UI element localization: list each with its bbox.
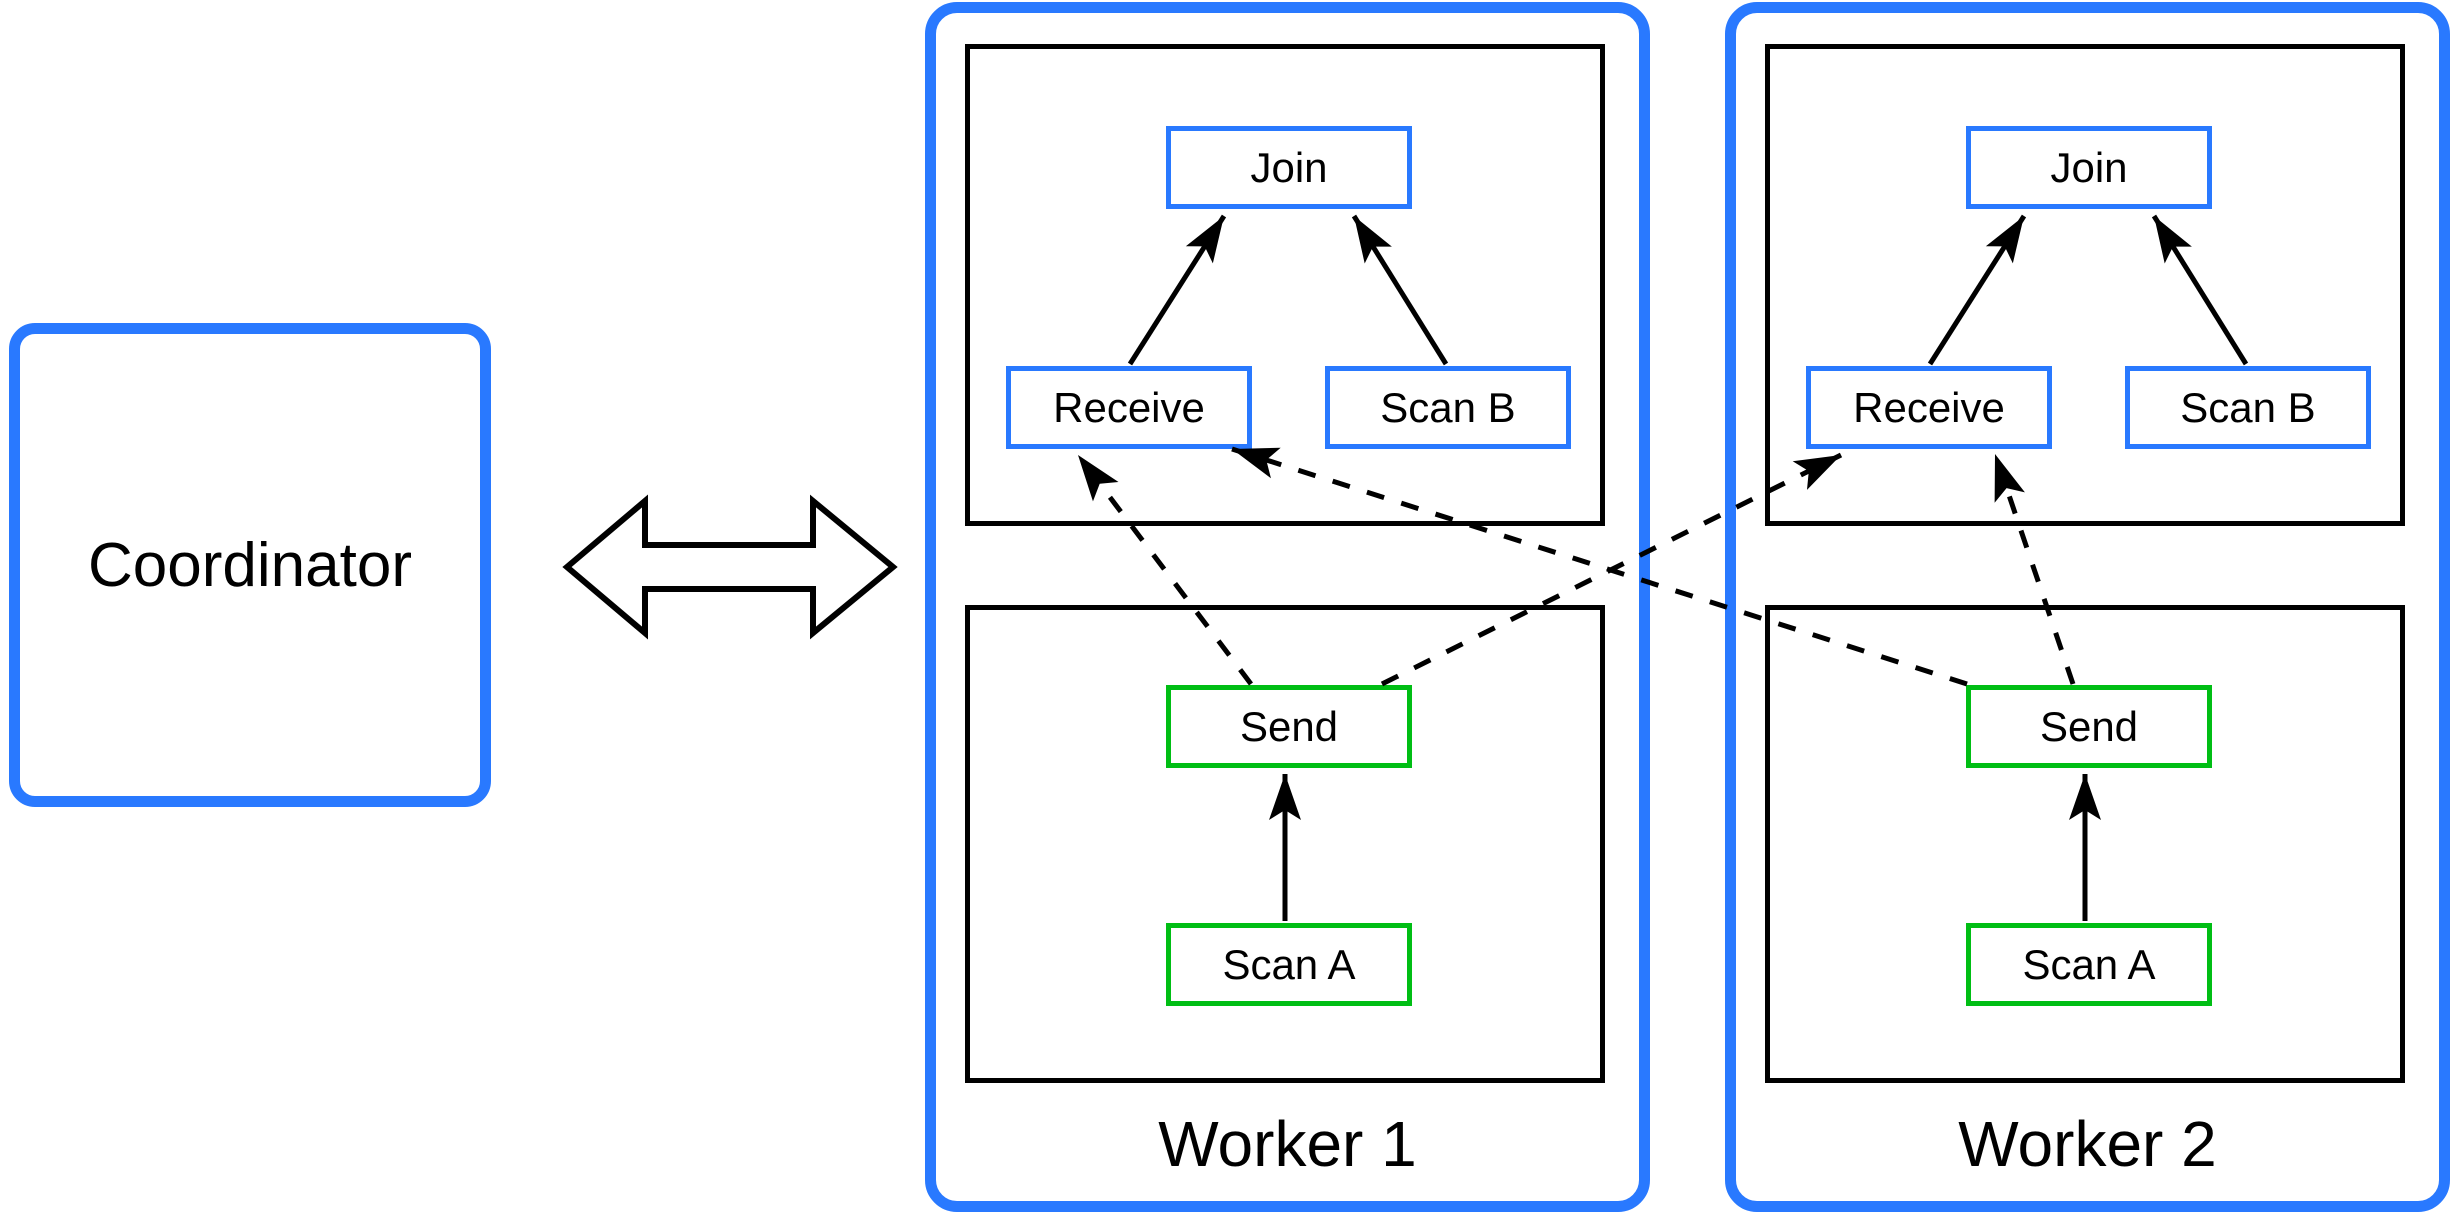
node-scan-a-worker-1-label: Scan A (1222, 940, 1356, 988)
node-join-worker-2: Join (1966, 126, 2212, 209)
node-scan-b-worker-2: Scan B (2125, 366, 2371, 449)
worker-2-upper-plan-box (1765, 44, 2405, 526)
node-send-worker-1-label: Send (1239, 702, 1339, 750)
node-scan-a-worker-1: Scan A (1166, 923, 1412, 1006)
bidirectional-arrow-icon (562, 494, 898, 640)
node-join-worker-2-label: Join (2050, 143, 2128, 191)
worker-1-lower-plan-box (965, 605, 1605, 1083)
node-scan-b-worker-1-label: Scan B (1380, 383, 1516, 431)
worker-2-label: Worker 2 (1725, 1108, 2450, 1180)
worker-2-label-text: Worker 2 (1958, 1108, 2217, 1180)
coordinator-label: Coordinator (88, 530, 412, 600)
node-receive-worker-1-label: Receive (1053, 383, 1205, 431)
worker-2-lower-plan-box (1765, 605, 2405, 1083)
node-send-worker-2: Send (1966, 685, 2212, 768)
node-scan-b-worker-2-label: Scan B (2180, 383, 2316, 431)
node-scan-b-worker-1: Scan B (1325, 366, 1571, 449)
node-send-worker-1: Send (1166, 685, 1412, 768)
coordinator-box: Coordinator (9, 323, 491, 807)
node-receive-worker-1: Receive (1006, 366, 1252, 449)
worker-1-label-text: Worker 1 (1158, 1108, 1417, 1180)
worker-1-label: Worker 1 (925, 1108, 1650, 1180)
worker-1-upper-plan-box (965, 44, 1605, 526)
node-scan-a-worker-2: Scan A (1966, 923, 2212, 1006)
node-receive-worker-2-label: Receive (1853, 383, 2005, 431)
node-scan-a-worker-2-label: Scan A (2022, 940, 2156, 988)
node-join-worker-1: Join (1166, 126, 1412, 209)
node-send-worker-2-label: Send (2039, 702, 2139, 750)
node-join-worker-1-label: Join (1250, 143, 1328, 191)
node-receive-worker-2: Receive (1806, 366, 2052, 449)
